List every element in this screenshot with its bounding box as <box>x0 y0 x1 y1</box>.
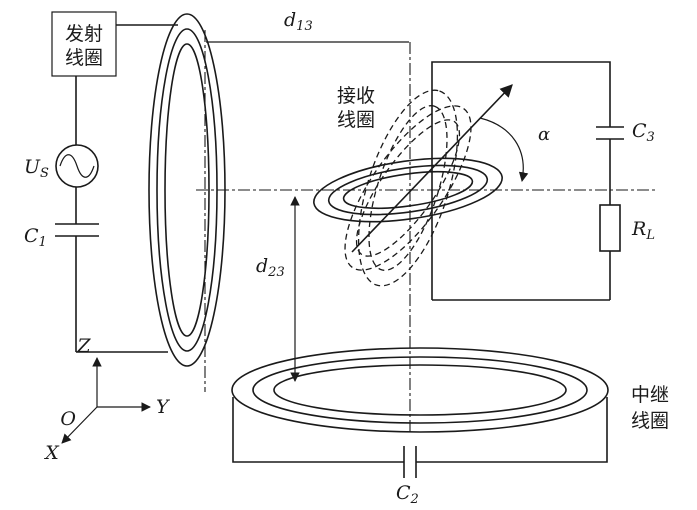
ac-source-sine-icon <box>59 154 95 178</box>
label-tx-coil-line2: 线圈 <box>65 47 103 69</box>
label-origin-o: O <box>60 408 76 430</box>
relay-loop-wire-right <box>416 397 608 463</box>
label-axis-z: Z <box>76 335 91 357</box>
transmit-coil <box>148 13 226 367</box>
receive-coil-turn <box>313 157 503 223</box>
label-axis-y: Y <box>156 396 171 418</box>
label-rl: RL <box>631 218 655 243</box>
transmit-coil-turn <box>148 13 226 367</box>
label-d13: d13 <box>284 9 313 34</box>
label-rx-coil-line1: 接收 <box>337 85 375 107</box>
relay-coil-turn <box>231 347 609 433</box>
label-source-us: US <box>24 156 49 181</box>
label-alpha: α <box>538 124 550 145</box>
receive-coil-turn <box>342 170 474 210</box>
coordinate-axes <box>61 357 151 444</box>
receive-coil-turn <box>327 164 489 216</box>
tx-coil-label-box <box>51 11 117 77</box>
label-d23: d23 <box>256 255 285 280</box>
transmit-coil-turn <box>156 28 218 352</box>
alpha-angle-arc <box>479 117 529 182</box>
relay-loop-wire-left <box>232 397 404 463</box>
receiver-loop-wire <box>431 61 611 300</box>
receive-coil-ghost-turn <box>355 119 461 257</box>
label-axis-x: X <box>43 442 60 464</box>
label-relay-coil-line1: 中继 <box>631 384 669 406</box>
ac-source-symbol <box>55 144 99 188</box>
relay-coil <box>231 347 609 433</box>
label-c1: C1 <box>24 225 47 250</box>
label-tx-coil-line1: 发射 <box>65 23 103 45</box>
label-rx-coil-line2: 线圈 <box>337 109 375 131</box>
relay-coil-turn <box>273 364 567 416</box>
label-relay-coil-line2: 线圈 <box>631 410 669 432</box>
receive-coil-ghost-turn <box>368 105 448 271</box>
coil-normal-axis-arrow <box>351 84 513 253</box>
label-c3: C3 <box>632 120 655 145</box>
label-c2: C2 <box>396 482 419 507</box>
transmit-coil-turn <box>164 43 210 337</box>
receive-coil <box>313 157 503 223</box>
axis-x <box>61 406 98 444</box>
relay-coil-turn <box>252 356 588 424</box>
